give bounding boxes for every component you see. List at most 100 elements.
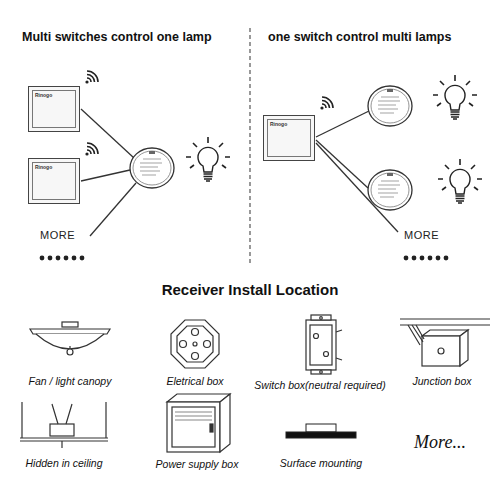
power-supply-box-icon bbox=[167, 394, 230, 452]
more-dots bbox=[80, 256, 85, 261]
wire-line bbox=[81, 109, 134, 158]
electrical-box-icon bbox=[192, 353, 199, 360]
junction-box-icon bbox=[460, 330, 468, 366]
more-dots bbox=[40, 256, 45, 261]
switch-box-icon bbox=[306, 315, 342, 374]
lamp-icon bbox=[433, 75, 477, 119]
more-dots bbox=[420, 256, 425, 261]
switch-box-icon bbox=[336, 358, 342, 360]
wire-line bbox=[316, 111, 369, 137]
fan-canopy-icon bbox=[62, 322, 78, 327]
brand-label: Rinogo bbox=[29, 159, 79, 170]
receiver-module bbox=[368, 86, 412, 126]
power-supply-box-icon bbox=[175, 415, 212, 416]
hidden-ceiling-icon bbox=[50, 424, 74, 436]
more-dots bbox=[40, 256, 85, 261]
receiver-module bbox=[368, 170, 412, 210]
fan-canopy-icon bbox=[30, 329, 110, 334]
junction-box-icon bbox=[408, 325, 424, 345]
electrical-box-icon bbox=[193, 342, 197, 346]
location-caption: Switch box(neutral required) bbox=[254, 379, 385, 391]
fan-canopy-icon bbox=[69, 346, 70, 349]
section-heading: Receiver Install Location bbox=[162, 281, 339, 298]
wifi-symbol bbox=[85, 71, 98, 84]
power-supply-box-icon bbox=[167, 402, 220, 452]
section-heading: Multi switches control one lamp bbox=[22, 30, 212, 44]
more-label: MORE bbox=[40, 229, 75, 242]
switch-box-icon bbox=[314, 334, 319, 339]
more-dots bbox=[412, 256, 417, 261]
surface-mount-icon bbox=[306, 424, 336, 432]
junction-box-icon bbox=[422, 336, 460, 366]
surface-mount-icon bbox=[286, 424, 356, 438]
wire-line bbox=[81, 109, 136, 236]
more-dots bbox=[64, 256, 69, 261]
junction-box-icon bbox=[400, 318, 490, 319]
wire-line bbox=[90, 183, 136, 236]
switch-box-icon bbox=[310, 325, 332, 365]
power-supply-box-icon bbox=[220, 394, 230, 452]
wire-line bbox=[81, 170, 130, 181]
hidden-ceiling-icon bbox=[20, 402, 108, 448]
hidden-ceiling-icon bbox=[21, 402, 22, 438]
fan-canopy-icon bbox=[30, 322, 110, 355]
switch-panel: Rinogo bbox=[28, 86, 80, 132]
location-caption: Fan / light canopy bbox=[29, 375, 112, 387]
junction-box-icon bbox=[400, 319, 490, 366]
location-caption: Eletrical box bbox=[166, 375, 223, 387]
brand-label: Rinogo bbox=[29, 87, 79, 98]
wifi-symbol bbox=[85, 143, 98, 156]
location-caption: Hidden in ceiling bbox=[25, 457, 102, 469]
switch-box-icon bbox=[336, 330, 342, 332]
switch-box-icon bbox=[311, 370, 331, 374]
fan-canopy-icon bbox=[36, 334, 104, 349]
more-dots bbox=[48, 256, 53, 261]
power-supply-box-icon bbox=[175, 411, 212, 412]
location-caption: Power supply box bbox=[156, 458, 239, 470]
electrical-box-icon bbox=[171, 320, 219, 368]
electrical-box-icon bbox=[204, 341, 211, 348]
section-heading: one switch control multi lamps bbox=[268, 30, 451, 44]
more-dots bbox=[56, 256, 61, 261]
switch-box-icon bbox=[320, 371, 323, 374]
hidden-ceiling-icon bbox=[61, 441, 62, 448]
wire-line bbox=[316, 140, 368, 188]
wifi-symbol bbox=[320, 97, 333, 110]
switch-box-icon bbox=[306, 320, 336, 370]
hidden-ceiling-icon bbox=[20, 440, 108, 441]
switch-panel: Rinogo bbox=[263, 115, 315, 161]
electrical-box-icon bbox=[180, 341, 187, 348]
junction-box-icon bbox=[438, 348, 444, 354]
fan-canopy-icon bbox=[67, 349, 73, 355]
switch-box-icon bbox=[320, 317, 323, 320]
more-dots bbox=[404, 256, 409, 261]
more-dots bbox=[404, 256, 449, 261]
brand-label: Rinogo bbox=[264, 116, 314, 127]
hidden-ceiling-icon bbox=[20, 437, 108, 438]
hidden-ceiling-icon bbox=[105, 402, 106, 438]
receiver-module bbox=[130, 148, 174, 188]
electrical-box-icon bbox=[177, 326, 213, 362]
more-label: MORE bbox=[404, 229, 439, 242]
more-dots bbox=[428, 256, 433, 261]
switch-panel: Rinogo bbox=[28, 158, 80, 204]
switch-box-icon bbox=[324, 352, 329, 357]
switch-box-icon bbox=[311, 315, 331, 320]
more-label: More... bbox=[414, 432, 466, 453]
junction-box-icon bbox=[400, 324, 490, 325]
divider-line bbox=[249, 28, 250, 265]
more-dots bbox=[444, 256, 449, 261]
more-dots bbox=[72, 256, 77, 261]
location-caption: Junction box bbox=[413, 375, 472, 387]
lamp-icon bbox=[186, 137, 230, 181]
power-supply-box-icon bbox=[210, 424, 213, 432]
surface-mount-icon bbox=[286, 432, 356, 438]
location-caption: Surface mounting bbox=[280, 457, 362, 469]
power-supply-box-icon bbox=[172, 407, 215, 447]
electrical-box-icon bbox=[171, 320, 219, 368]
electrical-box-icon bbox=[192, 329, 199, 336]
more-dots bbox=[436, 256, 441, 261]
